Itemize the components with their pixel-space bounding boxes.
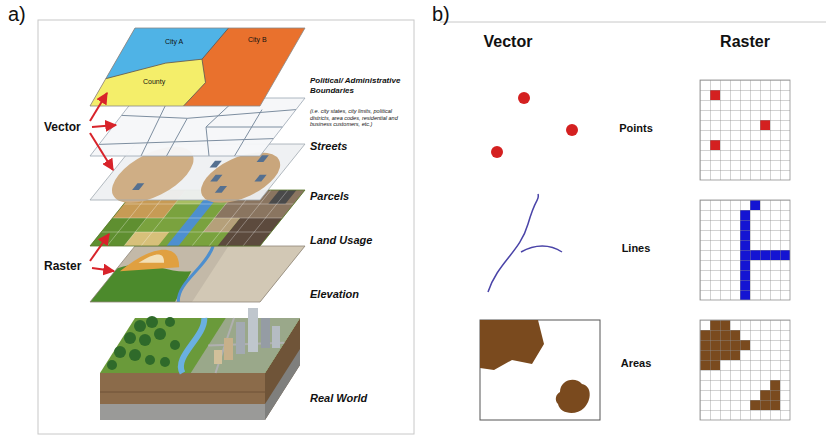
- region-name: City A: [165, 38, 183, 46]
- geometry-type: Lines: [604, 242, 668, 255]
- layer-name: Parcels: [310, 190, 349, 203]
- elevation-layer: [90, 246, 305, 302]
- panel-frame: [38, 20, 414, 434]
- vector-areas: [480, 320, 600, 420]
- raster-areas: [700, 320, 790, 420]
- panel-letter: a): [8, 2, 26, 26]
- soil-face: [100, 373, 265, 420]
- town-ground: [191, 318, 300, 373]
- real-world-block: [100, 308, 300, 420]
- road: [191, 318, 300, 373]
- layer-name: Elevation: [310, 288, 359, 301]
- layer-name: Land Usage: [310, 234, 372, 247]
- data-type-label: Vector: [44, 120, 81, 134]
- layer-name: Streets: [310, 140, 347, 153]
- column-heading: Raster: [695, 32, 795, 51]
- vector-points: [491, 92, 578, 158]
- boundaries-layer: [90, 28, 305, 106]
- layer-name: Political/ Administrative Boundaries: [310, 76, 410, 95]
- geometry-type: Points: [604, 122, 668, 135]
- panel-rule: [440, 22, 826, 23]
- streets-layer: [90, 98, 305, 156]
- data-type-label: Raster: [44, 259, 81, 273]
- region-name: City B: [248, 36, 267, 44]
- pointer-arrows: [90, 93, 116, 271]
- ground-surface: [100, 318, 300, 373]
- raster-lines: [700, 200, 790, 300]
- buildings: [214, 308, 280, 364]
- rock-strip: [100, 404, 265, 420]
- soil-line: [100, 392, 265, 393]
- trees: [107, 316, 180, 370]
- column-heading: Vector: [458, 32, 558, 51]
- layer-note: (i.e. city states, city limits, politica…: [310, 108, 410, 128]
- raster-points: [700, 80, 790, 180]
- panel-letter: b): [432, 2, 450, 26]
- region-name: County: [143, 78, 165, 86]
- layer-name: Real World: [310, 392, 367, 405]
- vector-lines: [488, 194, 562, 292]
- geometry-type: Areas: [604, 357, 668, 370]
- grass: [100, 318, 300, 373]
